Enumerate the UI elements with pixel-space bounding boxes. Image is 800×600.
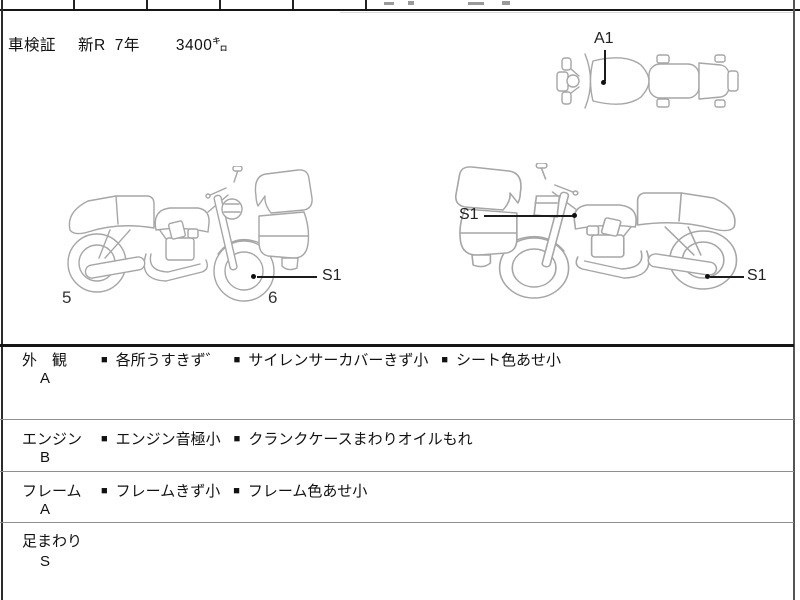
grade-value: A [40,370,51,387]
s1-rear-wheel-dot [705,274,710,279]
cutoff-text-remnant [384,2,394,5]
motorcycle-top-view-sketch [556,53,739,109]
top-ruled-shadow-line [340,12,794,13]
defect-text: シート色あせ小 [456,352,562,369]
column-divider-stub [73,0,75,9]
a1-pointer-line [604,50,606,81]
s1-front-wheel-dot [251,274,256,279]
section-label: 外 観 [22,352,68,369]
defect-item: ■ フレームきず小 [101,480,220,501]
column-divider-stub [146,0,148,9]
wheel-number-6: 6 [268,288,278,307]
s1-fork-line [484,215,574,217]
cutoff-text-remnant [468,2,484,5]
defect-item: ■ サイレンサーカバーきず小 [234,349,429,370]
bullet-square-icon: ■ [101,433,108,445]
defect-text: サイレンサーカバーきず小 [248,352,429,369]
sheet-right-border [793,0,795,600]
defect-text: 各所うすきず゛ [115,352,221,369]
row-separator [0,471,794,472]
bullet-square-icon: ■ [233,433,241,445]
grade-value: S [40,553,51,570]
motorcycle-side-view-left-sketch [67,166,313,302]
s1-fork-label: S1 [459,206,479,223]
column-divider-stub [219,0,221,9]
title-line: 車検証 新R 7年 3400㌔ [8,33,228,55]
section-label: フレーム [22,483,82,500]
defect-text: フレームきず小 [115,483,221,500]
shaken-title: 車検証 [8,37,57,54]
defect-items: ■ 各所うすきず゛ ■ サイレンサーカバーきず小 ■ シート色あせ小 [101,349,561,370]
mileage-text: 3400㌔ [175,37,229,54]
sheet-left-border [1,0,3,600]
defect-text: エンジン音極小 [115,431,221,448]
wheel-number-5: 5 [62,288,72,307]
defect-items: ■ エンジン音極小 ■ クランクケースまわりオイルもれ [101,428,473,449]
bullet-square-icon: ■ [233,354,241,366]
grade-value: B [40,449,51,466]
grade-value: A [40,501,51,518]
defect-text: クランクケースまわりオイルもれ [248,431,473,448]
defect-item: ■ エンジン音極小 [101,428,221,449]
defect-item: ■ クランクケースまわりオイルもれ [234,428,473,449]
s1-rear-wheel-line [710,276,744,278]
column-divider-stub [292,0,294,9]
defect-items: ■ フレームきず小 ■ フレーム色あせ小 [101,480,367,501]
cutoff-text-remnant [408,1,414,5]
table-top-border [0,344,794,347]
a1-pointer-dot [601,80,606,85]
defect-item: ■ 各所うすきず゛ [101,349,221,370]
row-separator [0,419,794,420]
registration-text: 新R [78,37,106,54]
defect-item: ■ シート色あせ小 [441,349,561,370]
s1-rear-wheel-label: S1 [747,267,767,284]
top-ruled-line [0,9,800,11]
s1-fork-dot [572,213,577,218]
bullet-square-icon: ■ [101,485,108,497]
section-label: 足まわり [22,533,83,550]
year-text: 7年 [114,37,140,54]
a1-label: A1 [594,30,614,47]
column-divider-stub [365,0,367,9]
row-separator [0,522,794,523]
defect-item: ■ フレーム色あせ小 [233,480,367,501]
bullet-square-icon: ■ [101,354,108,366]
cutoff-text-remnant [502,1,510,5]
s1-front-wheel-label: S1 [322,267,342,284]
bullet-square-icon: ■ [233,485,240,497]
defect-text: フレーム色あせ小 [247,483,368,500]
motorcycle-side-view-right-sketch [454,163,738,299]
section-label: エンジン [22,431,83,448]
bullet-square-icon: ■ [441,354,448,366]
s1-front-wheel-line [257,276,317,278]
